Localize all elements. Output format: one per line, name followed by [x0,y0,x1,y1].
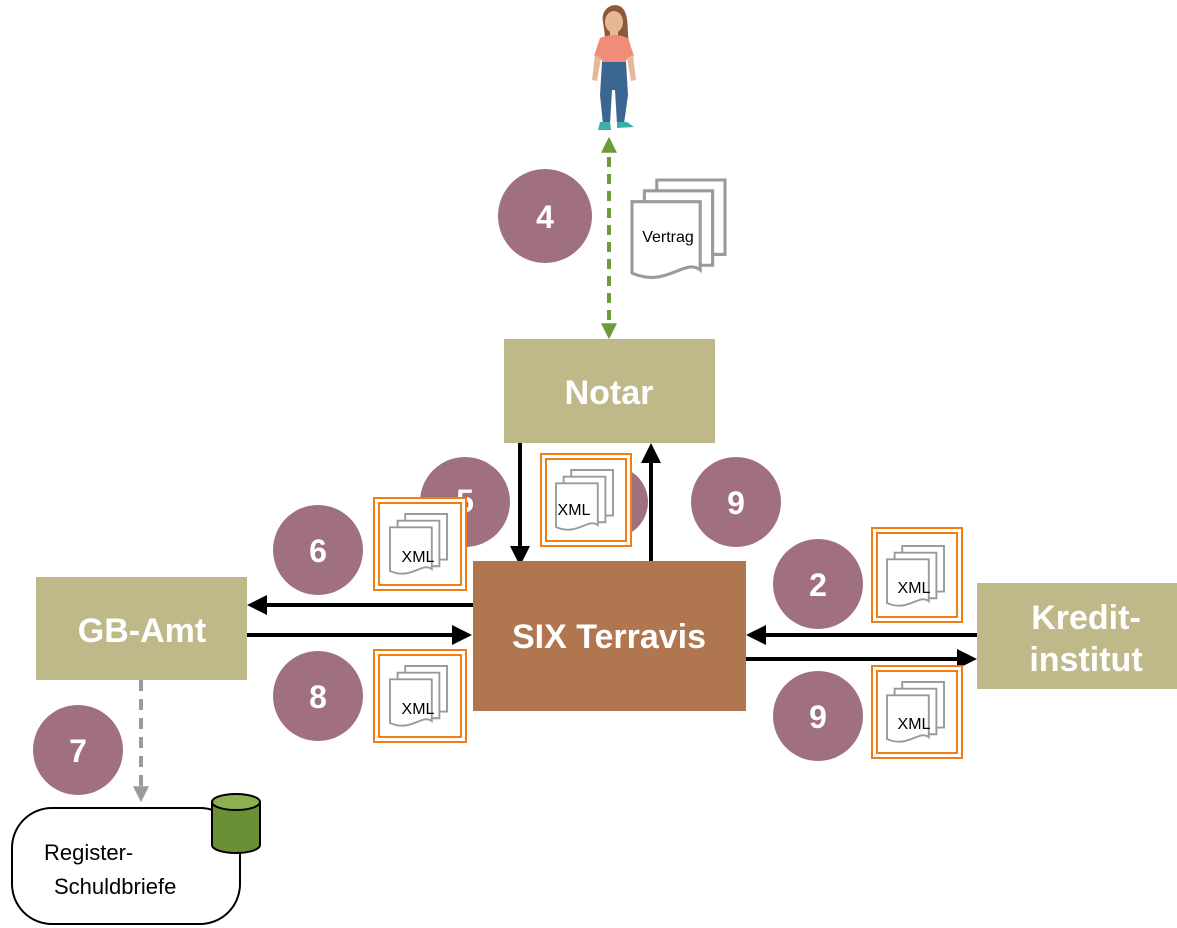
register-label-line1: Register- [44,840,133,865]
terravis-node: SIX Terravis [473,561,746,711]
step-4-label: 4 [536,199,554,235]
step-8-label: 8 [309,679,327,715]
step-7-badge: 7 [33,705,123,795]
xml-label: XML [898,716,931,733]
xml-label: XML [898,580,931,597]
step-9-top-label: 9 [727,485,745,521]
person-icon [592,5,636,130]
xml-label: XML [558,502,591,519]
xml-document-6: XML [373,497,467,591]
notar-label: Notar [565,374,654,412]
register-schuldbriefe-node: Register- Schuldbriefe [11,807,241,925]
notar-node: Notar [504,339,715,443]
step-6-badge: 6 [273,505,363,595]
xml-label: XML [402,701,435,718]
step-8-badge: 8 [273,651,363,741]
xml-document-notar: XML [540,453,632,547]
kredit-label-line2: institut [1029,641,1142,679]
xml-document-9: XML [871,665,963,759]
gb-amt-label: GB-Amt [78,612,206,650]
step-6-label: 6 [309,533,327,569]
terravis-label: SIX Terravis [512,618,706,656]
xml-label: XML [402,549,435,566]
step-9-bottom-label: 9 [809,699,827,735]
step-7-label: 7 [69,733,87,769]
gb-amt-node: GB-Amt [36,577,247,680]
kredit-label-line1: Kredit- [1031,599,1141,637]
step-9-top-badge: 9 [691,457,781,547]
database-icon [211,793,261,854]
step-4-badge: 4 [498,169,592,263]
step-2-label: 2 [809,567,827,603]
xml-document-2: XML [871,527,963,623]
contract-document-label: Vertrag [642,229,694,246]
step-2-badge: 2 [773,539,863,629]
register-label-line2: Schuldbriefe [54,874,176,899]
xml-document-8: XML [373,649,467,743]
step-9-bottom-badge: 9 [773,671,863,761]
kreditinstitut-node: Kredit- institut [977,583,1177,689]
